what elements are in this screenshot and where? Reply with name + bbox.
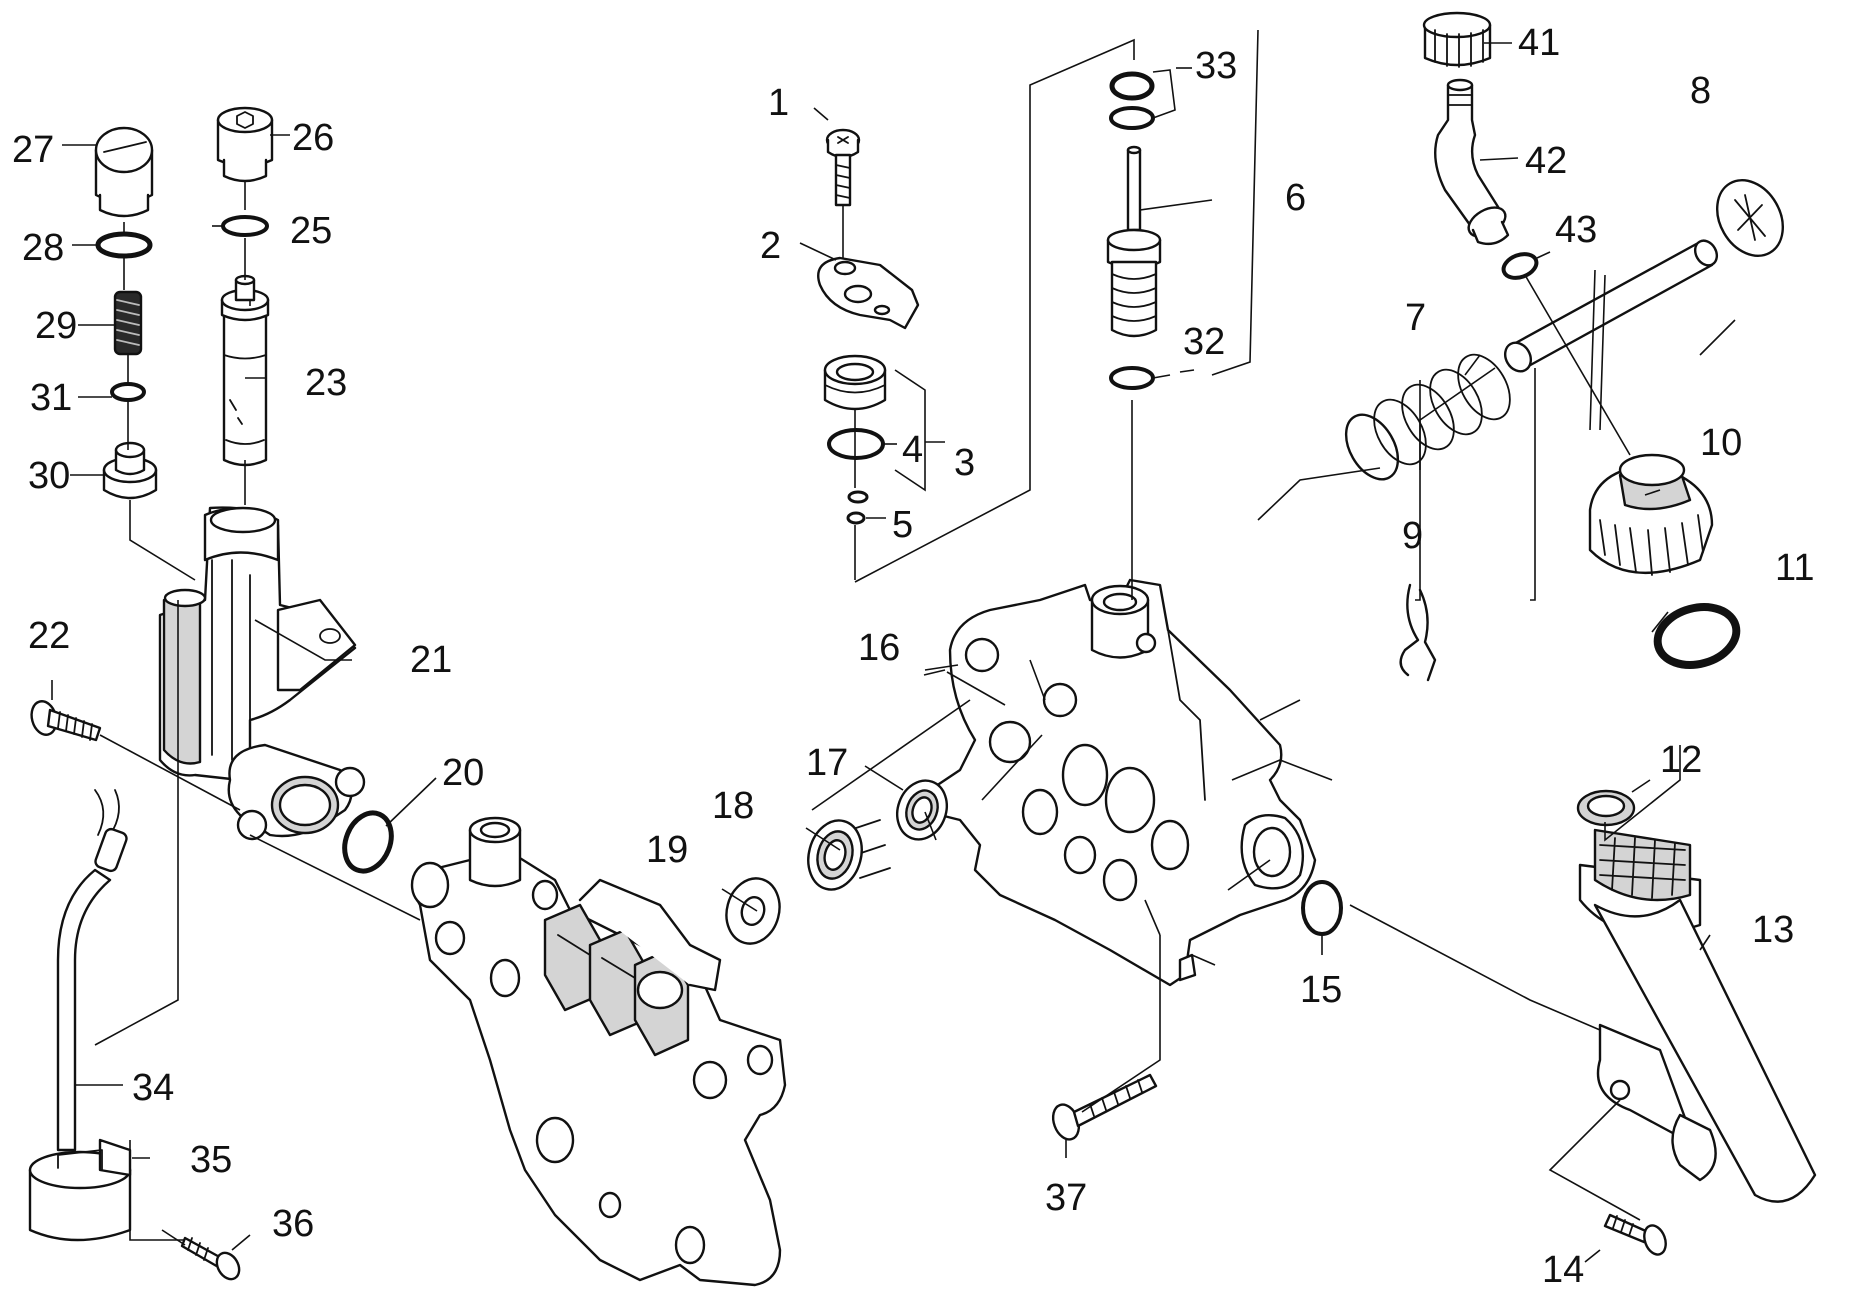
callout-7: 7 <box>1405 297 1426 339</box>
part-35-holder <box>28 1138 132 1242</box>
part-33-rings <box>1109 71 1155 130</box>
part-9-clip <box>1399 583 1437 682</box>
part-5-ring <box>846 490 869 525</box>
callout-32: 32 <box>1183 321 1225 363</box>
part-16-pump-head <box>928 578 1317 987</box>
callout-41: 41 <box>1518 22 1560 64</box>
part-25-o-ring <box>221 215 269 237</box>
callout-6: 6 <box>1285 177 1306 219</box>
callout-11: 11 <box>1775 547 1814 589</box>
callout-35: 35 <box>190 1139 232 1181</box>
callout-17: 17 <box>806 742 848 784</box>
callout-4: 4 <box>902 429 923 471</box>
part-26-plug <box>216 106 274 183</box>
part-3-valve <box>823 354 887 411</box>
part-32-o-ring <box>1109 366 1155 390</box>
part-41-nut <box>1422 11 1492 68</box>
callout-26: 26 <box>292 117 334 159</box>
part-2-plate <box>817 256 920 330</box>
callout-36: 36 <box>272 1203 314 1245</box>
callout-22: 22 <box>28 615 70 657</box>
part-42-elbow-fitting <box>1434 78 1510 246</box>
part-36-screw <box>180 1236 241 1281</box>
callout-8: 8 <box>1690 70 1711 112</box>
callout-28: 28 <box>22 227 64 269</box>
part-20-o-ring <box>342 810 394 874</box>
callout-2: 2 <box>760 225 781 267</box>
part-28-o-ring <box>95 231 153 259</box>
part-7-spring <box>1344 353 1511 481</box>
part-15-o-ring <box>1301 880 1343 936</box>
part-14-screw <box>1603 1213 1667 1256</box>
part-31-washer <box>110 382 146 402</box>
callout-29: 29 <box>35 305 77 347</box>
part-23-piston <box>220 274 270 467</box>
part-8-plunger <box>1503 179 1784 373</box>
part-37-screw <box>1051 1073 1158 1141</box>
part-21-housing <box>158 506 366 841</box>
callout-34: 34 <box>132 1067 174 1109</box>
callout-21: 21 <box>410 639 452 681</box>
callout-19: 19 <box>646 829 688 871</box>
part-11-o-ring <box>1653 603 1741 669</box>
callout-9: 9 <box>1402 515 1423 557</box>
callout-18: 18 <box>712 785 754 827</box>
callout-20: 20 <box>442 752 484 794</box>
callout-23: 23 <box>305 362 347 404</box>
callout-27: 27 <box>12 129 54 171</box>
callout-1: 1 <box>768 82 789 124</box>
callout-10: 10 <box>1700 422 1742 464</box>
part-1-screw <box>825 128 861 207</box>
callout-15: 15 <box>1300 969 1342 1011</box>
callout-42: 42 <box>1525 140 1567 182</box>
callout-5: 5 <box>892 504 913 546</box>
leader-lines <box>51 29 1736 1263</box>
part-27-plug <box>94 126 154 218</box>
callout-13: 13 <box>1752 909 1794 951</box>
callout-25: 25 <box>290 210 332 252</box>
callout-33: 33 <box>1195 45 1237 87</box>
callout-37: 37 <box>1045 1177 1087 1219</box>
callout-30: 30 <box>28 455 70 497</box>
callout-labels: 1 2 3 4 5 6 7 8 9 10 11 12 13 14 15 16 1… <box>12 22 1814 1291</box>
part-10-nut <box>1588 453 1714 576</box>
part-13-filter <box>1578 828 1817 1203</box>
part-19-washer <box>725 877 781 945</box>
part-12-filter-ring <box>1576 789 1636 827</box>
part-17-seal <box>896 779 948 841</box>
callout-14: 14 <box>1542 1249 1584 1291</box>
part-4-o-ring <box>827 428 885 460</box>
callout-3: 3 <box>954 442 975 484</box>
part-29-spring <box>113 290 143 356</box>
callout-31: 31 <box>30 377 72 419</box>
part-22-screw <box>30 700 102 742</box>
part-43-o-ring <box>1501 252 1539 280</box>
part-34-sensor-tube <box>56 789 128 1152</box>
part-18-seal <box>807 819 891 891</box>
part-6-valve-assembly <box>1106 145 1162 338</box>
pump-body <box>410 816 787 1287</box>
callout-43: 43 <box>1555 209 1597 251</box>
part-30-valve-piece <box>102 441 158 500</box>
callout-12: 12 <box>1660 739 1702 781</box>
callout-16: 16 <box>858 627 900 669</box>
